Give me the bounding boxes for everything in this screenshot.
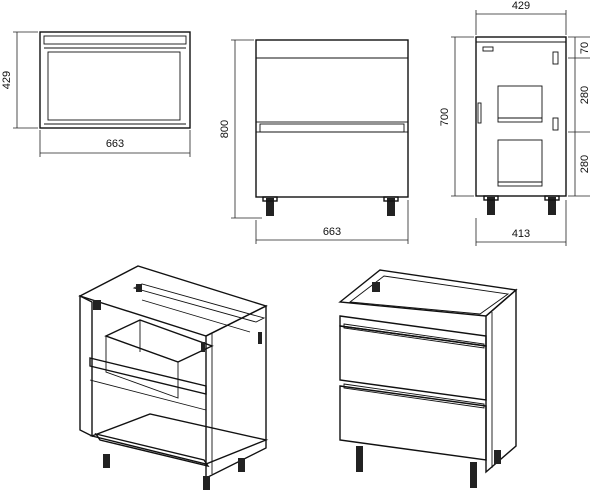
- side-leg-right: [548, 197, 556, 215]
- iso-view-closed: [338, 269, 518, 488]
- iso-leg: [103, 454, 110, 468]
- side-seg-mid-label: 280: [579, 86, 591, 104]
- hinge-icon: [258, 332, 262, 344]
- iso-leg: [238, 458, 245, 472]
- top-depth-label: 429: [1, 71, 13, 89]
- side-leg-left: [487, 197, 495, 215]
- iso-leg: [470, 462, 477, 488]
- front-view: 800 663: [219, 39, 409, 244]
- hinge-icon: [372, 282, 380, 292]
- side-depth-top-label: 429: [512, 0, 530, 12]
- top-view: 429 663: [1, 31, 191, 157]
- hinge-icon: [93, 300, 101, 310]
- iso-leg: [494, 450, 501, 464]
- side-depth-bottom-label: 413: [512, 228, 530, 240]
- top-width-label: 663: [106, 138, 124, 150]
- side-view: 429 700 70 280 280 413: [439, 0, 591, 246]
- front-leg-right: [387, 198, 395, 216]
- side-seg-top-label: 70: [579, 42, 591, 54]
- front-leg-left: [266, 198, 274, 216]
- iso-view-open: [78, 265, 269, 490]
- iso-leg: [356, 446, 363, 472]
- iso-leg: [203, 476, 210, 490]
- front-height-label: 800: [219, 120, 231, 138]
- hinge-icon: [201, 342, 205, 352]
- front-width-label: 663: [323, 226, 341, 238]
- hinge-icon: [136, 284, 142, 292]
- side-seg-bottom-label: 280: [579, 155, 591, 173]
- side-height-label: 700: [439, 108, 451, 126]
